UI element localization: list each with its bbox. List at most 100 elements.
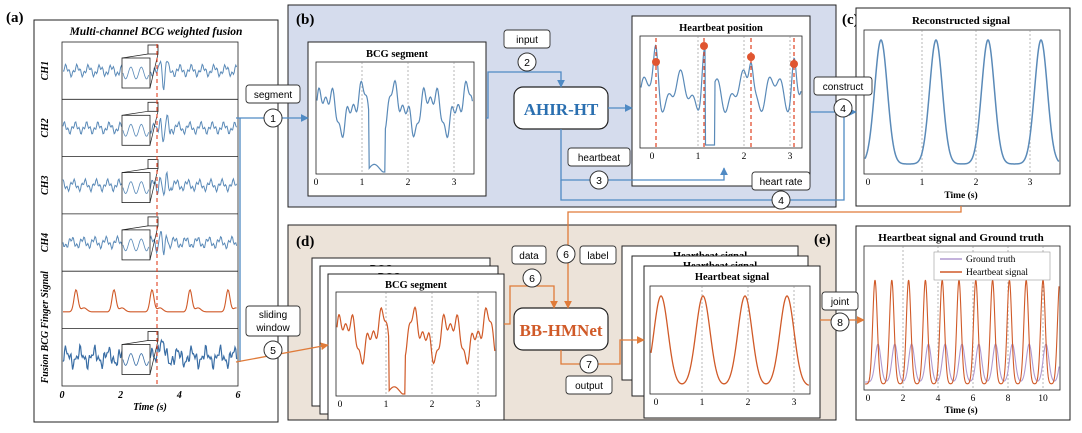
step-text-segment: segment [254, 90, 293, 101]
xtick-label: 3 [476, 400, 481, 410]
xtick-label: 0 [650, 152, 655, 162]
step-text-output: output [575, 381, 603, 392]
step-number-6a: 6 [529, 273, 535, 285]
heartbeat-trace [640, 44, 802, 146]
heartbeat-signal-card [643, 265, 821, 419]
step-circle-6-label: 6 [556, 244, 576, 264]
legend [933, 251, 1051, 281]
xtick-label: 1 [700, 398, 705, 408]
xtick-label: 4 [176, 390, 182, 401]
step-text-construct: construct [823, 82, 864, 93]
step-label-heart-rate [751, 171, 811, 191]
bcg-segment-card-b [307, 41, 487, 197]
heartbeat-position-card [631, 15, 811, 187]
zoom-inset-trace [122, 66, 149, 80]
ahir-ht-model-label: AHIR-HT [524, 100, 599, 119]
channel-label: CH1 [40, 61, 51, 80]
xtick-label: 2 [117, 390, 123, 401]
channel-label: Fusion BCG [40, 330, 51, 384]
step-circle-2: 2 [517, 52, 537, 72]
zoom-inset [121, 172, 151, 204]
xtick-label: 3 [788, 152, 793, 162]
heartbeat-position-title: Heartbeat position [679, 23, 763, 34]
panel-e-title: Heartbeat signal and Ground truth [878, 232, 1043, 244]
zoom-connector [121, 53, 149, 59]
xtick-label: 0 [60, 390, 65, 401]
channel-label: CH2 [40, 118, 51, 137]
step-circle-5: 5 [263, 340, 283, 360]
step-number-6b: 6 [563, 249, 569, 261]
xtick-label: 6 [236, 390, 241, 401]
bcg-trace-d [336, 306, 496, 395]
channel-label: Finger Signal [40, 271, 51, 330]
step-label-segment [245, 84, 301, 104]
step-number-5: 5 [270, 345, 276, 357]
xtick-label: 6 [971, 394, 976, 404]
panel-a-frame [33, 19, 279, 423]
zoom-source-box [147, 101, 159, 112]
step-circle-3: 3 [589, 170, 609, 190]
xtick-label: 2 [430, 400, 435, 410]
xtick-label: 2 [974, 178, 979, 188]
heartbeat-peak-marker [652, 58, 660, 66]
step-number-4a: 4 [840, 103, 846, 115]
xtick-label: 2 [746, 398, 751, 408]
xtick-label: 0 [866, 394, 871, 404]
zoom-connector [121, 340, 149, 345]
panel-a-label: (a) [6, 10, 24, 26]
xtick-label: 1 [920, 178, 925, 188]
step-label-input [503, 29, 551, 49]
heartbeat-peak-marker [747, 53, 755, 61]
channel-label: CH3 [40, 176, 51, 195]
bcg-trace-b [316, 79, 473, 173]
step-circle-6-data: 6 [522, 268, 542, 288]
bcg-segment-title-b: BCG segment [366, 49, 429, 60]
zoom-inset [121, 57, 151, 89]
step-text-input: input [516, 35, 538, 46]
bcg-segment-axes-d [335, 291, 497, 397]
step-number-8: 8 [837, 317, 843, 329]
arrow-data [504, 285, 558, 325]
heartbeat-signal-trace [650, 295, 810, 386]
xtick-label: 2 [406, 178, 411, 188]
zoom-inset-trace [122, 352, 149, 366]
xtick-label: 3 [452, 178, 457, 188]
step-text-heartbeat: heartbeat [578, 153, 620, 164]
panel-a-title: Multi-channel BCG weighted fusion [69, 26, 243, 38]
zoom-source-box [147, 159, 159, 170]
step-label-heartbeat [567, 147, 631, 167]
channel-signal-trace [63, 288, 237, 313]
heartbeat-signal-title: Heartbeat signal [695, 272, 769, 283]
heartbeat-position-axes [639, 35, 803, 149]
zoom-source-box [147, 331, 159, 341]
step-label-data [511, 245, 547, 265]
legend-ground-truth-label: Ground truth [966, 255, 1016, 265]
step-number-2: 2 [524, 57, 530, 69]
step-text-label: label [587, 251, 608, 262]
xtick-label: 1 [360, 178, 365, 188]
zoom-inset [121, 229, 151, 261]
zoom-inset-trace [122, 123, 149, 137]
panel-c-axes [863, 29, 1061, 175]
zoom-inset [121, 344, 151, 375]
xtick-label: 10 [1038, 394, 1048, 404]
zoom-connector [149, 168, 159, 203]
step-label-construct [813, 76, 873, 96]
step-circle-4-construct: 4 [833, 98, 853, 118]
step-label-label [579, 245, 617, 265]
heartbeat-signal-axes [649, 285, 811, 395]
panel-c-frame [855, 7, 1071, 207]
panel-d-label: (d) [296, 234, 314, 250]
step-text-sliding: sliding [259, 310, 287, 321]
panel-c-xlabel: Time (s) [944, 190, 977, 201]
arrow-input [486, 71, 565, 119]
xtick-label: 1 [696, 152, 701, 162]
zoom-connector [121, 110, 149, 116]
bb-hmnet-model-label: BB-HMNet [519, 321, 602, 340]
xtick-label: 1 [384, 400, 389, 410]
